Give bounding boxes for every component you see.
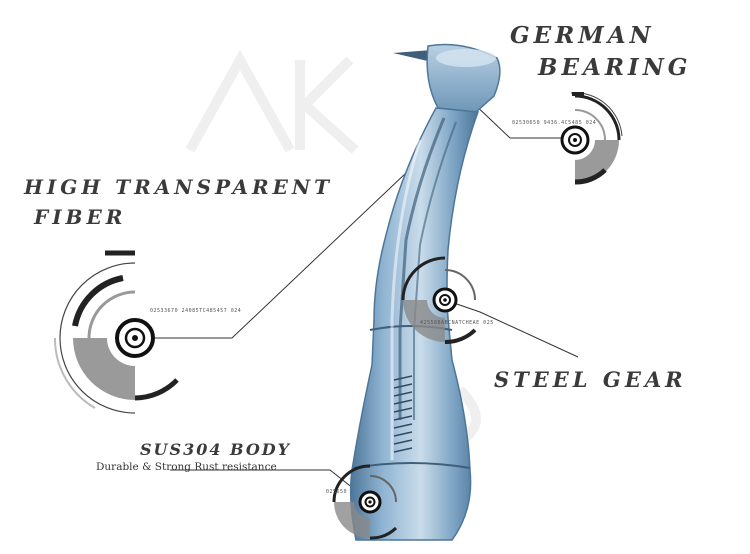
label-sus304-subtitle: Durable & Strong Rust resistance [96,461,277,473]
handpiece-illustration [349,43,501,541]
fiber-hud [53,250,179,414]
label-german: GERMAN [510,22,655,49]
body-readout: 025650 [326,489,348,495]
bearing-hud [560,92,623,185]
label-bearing: BEARING [538,54,692,81]
label-sus304-body: SUS304 BODY [140,440,292,459]
label-fiber: FIBER [34,205,127,229]
bur-tip [393,50,432,62]
bearing-readout: 02530650 9436.4C5485 024 [512,120,597,126]
body-hud [332,464,398,540]
label-steel-gear: STEEL GEAR [494,367,687,392]
connector-lines [140,99,579,501]
gear-readout: 425588ABCNATCHEAE 025 [420,320,494,326]
fiber-readout: 02533670 24085TC485457 024 [150,308,242,314]
gear-hud [401,256,477,345]
label-high-transparent: HIGH TRANSPARENT [24,175,334,199]
internal-spring [393,375,413,453]
